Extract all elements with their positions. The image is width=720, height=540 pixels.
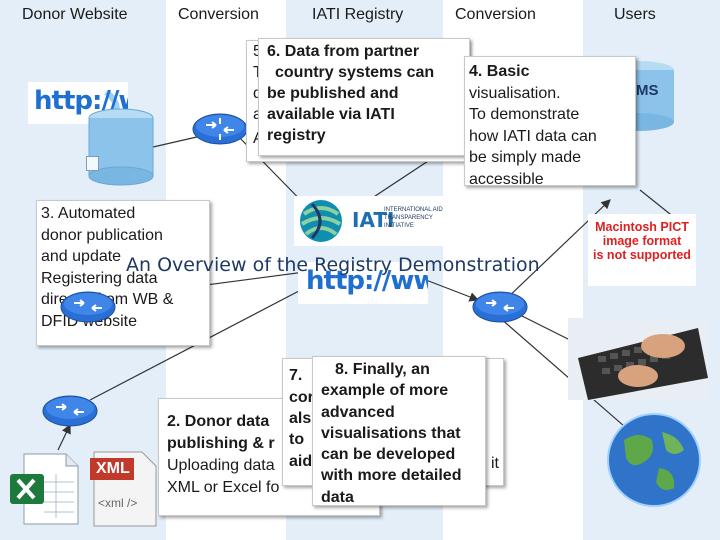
step-5-line-3: d	[253, 83, 262, 104]
step-8-line-4: visualisations that	[321, 424, 461, 442]
ms-label-fragment: MS	[636, 82, 659, 99]
step-4-line-4: how IATI data can	[469, 127, 597, 145]
step-3-line-4: Registering data	[41, 269, 158, 287]
step-3-line-2: donor publication	[41, 226, 163, 244]
step-8-box: 8. Finally, an example of more advanced …	[312, 356, 486, 506]
http-logo-registry-text: http://ww	[306, 266, 428, 296]
iati-globe-icon	[300, 200, 342, 242]
router-icon-3	[60, 291, 116, 323]
step-7-tail: it	[491, 455, 499, 472]
xml-label: XML	[96, 460, 130, 477]
http-logo-registry: http://ww	[298, 262, 428, 304]
step-6-line-5: registry	[267, 127, 326, 144]
iati-full-name: INTERNATIONAL AID TRANSPARENCY INITIATIV…	[384, 207, 443, 229]
step-8-line-2: example of more	[321, 382, 449, 400]
column-header-conversion-1: Conversion	[178, 6, 259, 23]
step-4-line-2: visualisation.	[469, 84, 561, 102]
column-header-donor-website: Donor Website	[22, 6, 128, 23]
pict-line-3: is not supported	[593, 248, 691, 262]
step-6-line-2: country systems can	[275, 64, 435, 81]
step-8-line-6: with more detailed	[321, 467, 462, 485]
step-8-line-3: advanced	[321, 403, 395, 421]
step-4-box: 4. Basic visualisation. To demonstrate h…	[464, 56, 636, 188]
step-4-line-5: be simply made	[469, 149, 582, 166]
router-icon-4	[42, 395, 98, 427]
step-5-line-4: a	[253, 104, 262, 125]
pict-line-2: image format	[602, 234, 682, 248]
pict-line-1: Macintosh PICT	[595, 220, 689, 234]
checkbox-icon	[86, 156, 99, 171]
step-6-box: 6. Data from partner country systems can…	[258, 38, 470, 156]
step-3-line-3: and update	[41, 248, 122, 265]
step-4-line-3: To demonstrate	[469, 106, 580, 123]
step-2-line-1: 2. Donor data	[167, 413, 270, 430]
step-5-line-2: T	[253, 62, 263, 83]
laptop-keyboard-image	[568, 318, 708, 400]
globe-icon	[607, 413, 701, 507]
router-icon-1	[192, 113, 248, 145]
step-3-line-1: 3. Automated	[41, 205, 136, 222]
arrow-files-to-router	[57, 423, 71, 451]
excel-file-icon	[10, 453, 79, 525]
step-2-line-2: publishing & r	[167, 435, 275, 452]
step-7-line-2: cor	[289, 389, 314, 406]
xml-file-icon: XML <xml />	[86, 448, 160, 528]
step-8-line-5: can be developed	[321, 446, 456, 464]
xml-file-graphic	[90, 451, 157, 527]
iati-logo: IATI INTERNATIONAL AID TRANSPARENCY INIT…	[294, 196, 446, 246]
step-8-line-7: data	[321, 488, 354, 506]
database-icon	[88, 108, 154, 186]
column-header-conversion-2: Conversion	[455, 6, 536, 23]
xml-tag-label: <xml />	[98, 496, 138, 510]
step-6-line-1: 6. Data from partner	[267, 43, 420, 60]
step-7-line-3: als	[289, 410, 312, 427]
step-6-line-3: be published and	[267, 85, 399, 102]
diagram-title: An Overview of the Registry Demonstratio…	[126, 254, 540, 276]
step-4-line-6: accessible	[469, 170, 544, 188]
step-8-line-1: 8. Finally, an	[335, 361, 430, 378]
column-header-iati-registry: IATI Registry	[312, 6, 404, 23]
step-2-line-4: XML or Excel fo	[167, 479, 280, 496]
column-header-users: Users	[614, 6, 656, 23]
step-2-line-3: Uploading data	[167, 457, 275, 474]
step-6-line-4: available via IATI	[267, 106, 395, 123]
router-icon-2	[472, 291, 528, 323]
step-7-line-4: to	[289, 431, 305, 448]
pict-placeholder: Macintosh PICT image format is not suppo…	[588, 214, 696, 286]
step-7-line-5: aid	[289, 453, 313, 470]
step-7-line-1: 7.	[289, 367, 303, 384]
step-5-line-1: 5	[253, 41, 262, 62]
step-4-line-1: 4. Basic	[469, 63, 530, 80]
iati-short-label: IATI	[352, 208, 395, 232]
